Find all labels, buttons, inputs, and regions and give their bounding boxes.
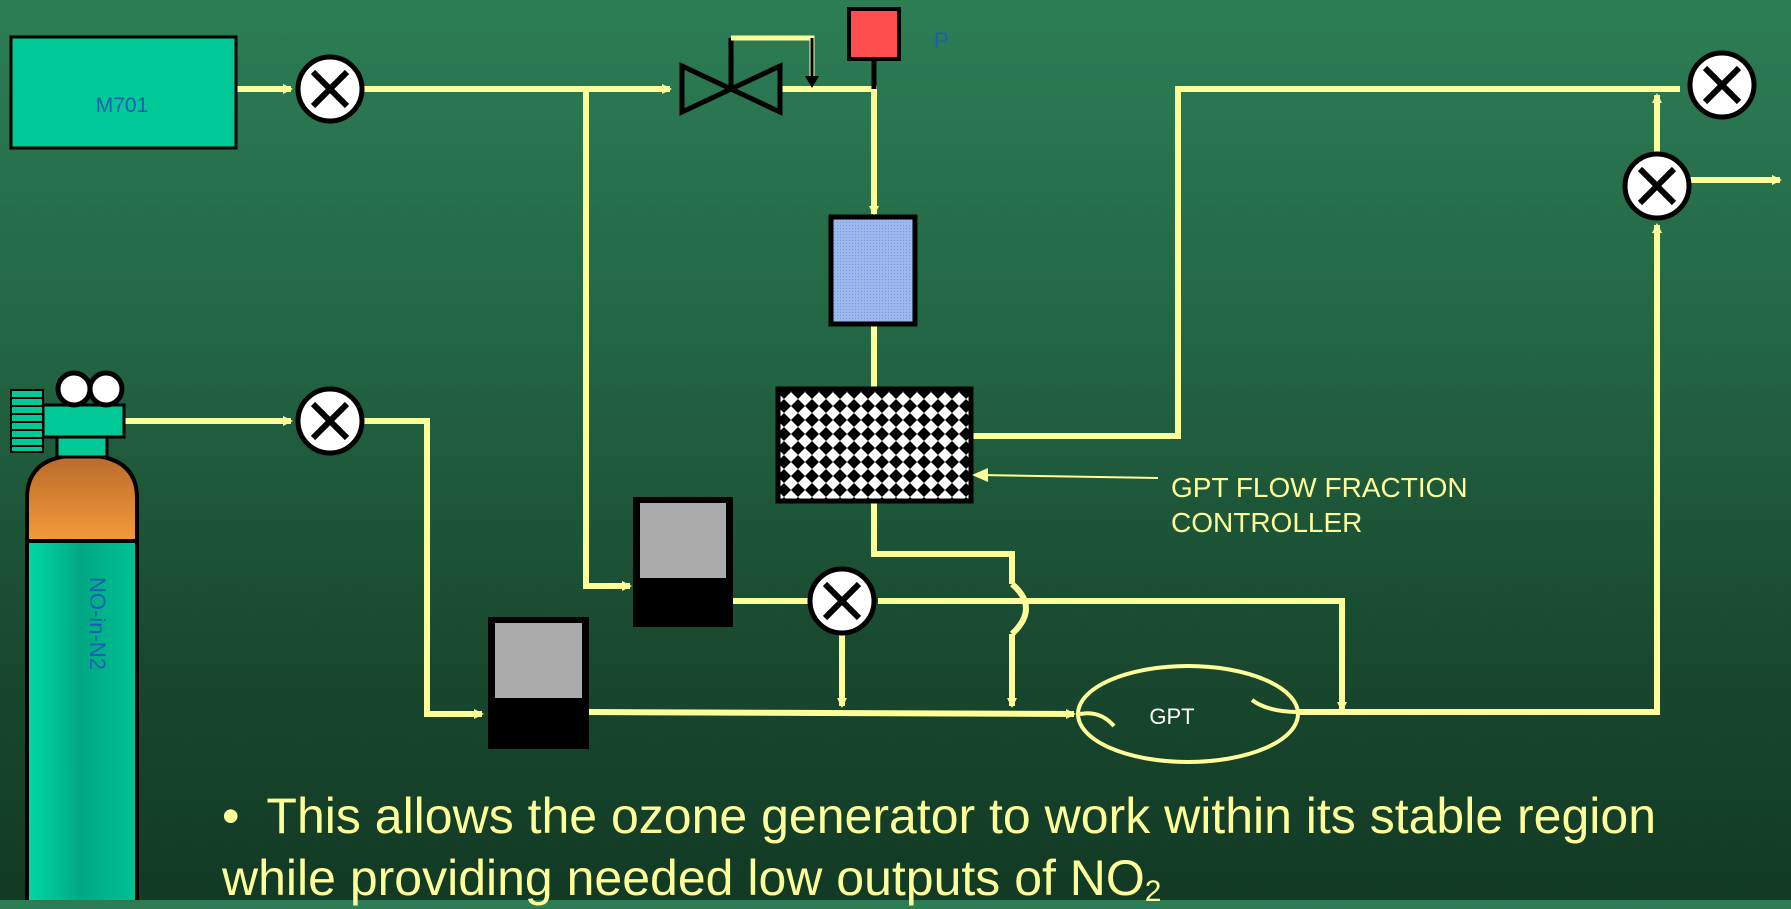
valve-icon <box>1687 50 1757 120</box>
mass-flow-controller <box>488 617 589 749</box>
regulator-fins <box>10 389 44 453</box>
m701-label: M701 <box>96 94 149 117</box>
caption-subscript: 2 <box>1144 875 1162 908</box>
flow-lines <box>125 84 1782 719</box>
gas-cylinder: NO-in-N2 <box>10 370 139 900</box>
caption-bullet-point: • This allows the ozone generator to wor… <box>222 785 1782 909</box>
needle-valve-icon <box>679 35 819 116</box>
mass-flow-controller <box>633 497 733 627</box>
bullet-glyph: • <box>222 788 240 844</box>
gpt-label: GPT <box>1149 704 1194 729</box>
flow-fraction-controller <box>775 386 974 504</box>
controller-label-line2: CONTROLLER <box>1171 507 1362 538</box>
cylinder-label: NO-in-N2 <box>85 577 110 670</box>
caption-text: This allows the ozone generator to work … <box>222 788 1657 906</box>
gauge-icon <box>55 370 93 408</box>
valve-icon <box>807 566 877 636</box>
controller-label-line1: GPT FLOW FRACTION <box>1171 472 1468 503</box>
gauge-icon <box>87 370 125 408</box>
m701-analyzer: M701 <box>9 35 238 150</box>
gpt-chamber: GPT <box>1076 664 1300 764</box>
valve-icon <box>1622 151 1692 221</box>
pressure-label: P <box>934 28 949 53</box>
controller-pointer <box>972 468 1159 482</box>
valve-icon <box>295 386 365 456</box>
pressure-sensor: P <box>847 7 949 89</box>
valve-icon <box>295 54 365 124</box>
ozone-generator <box>828 214 918 327</box>
